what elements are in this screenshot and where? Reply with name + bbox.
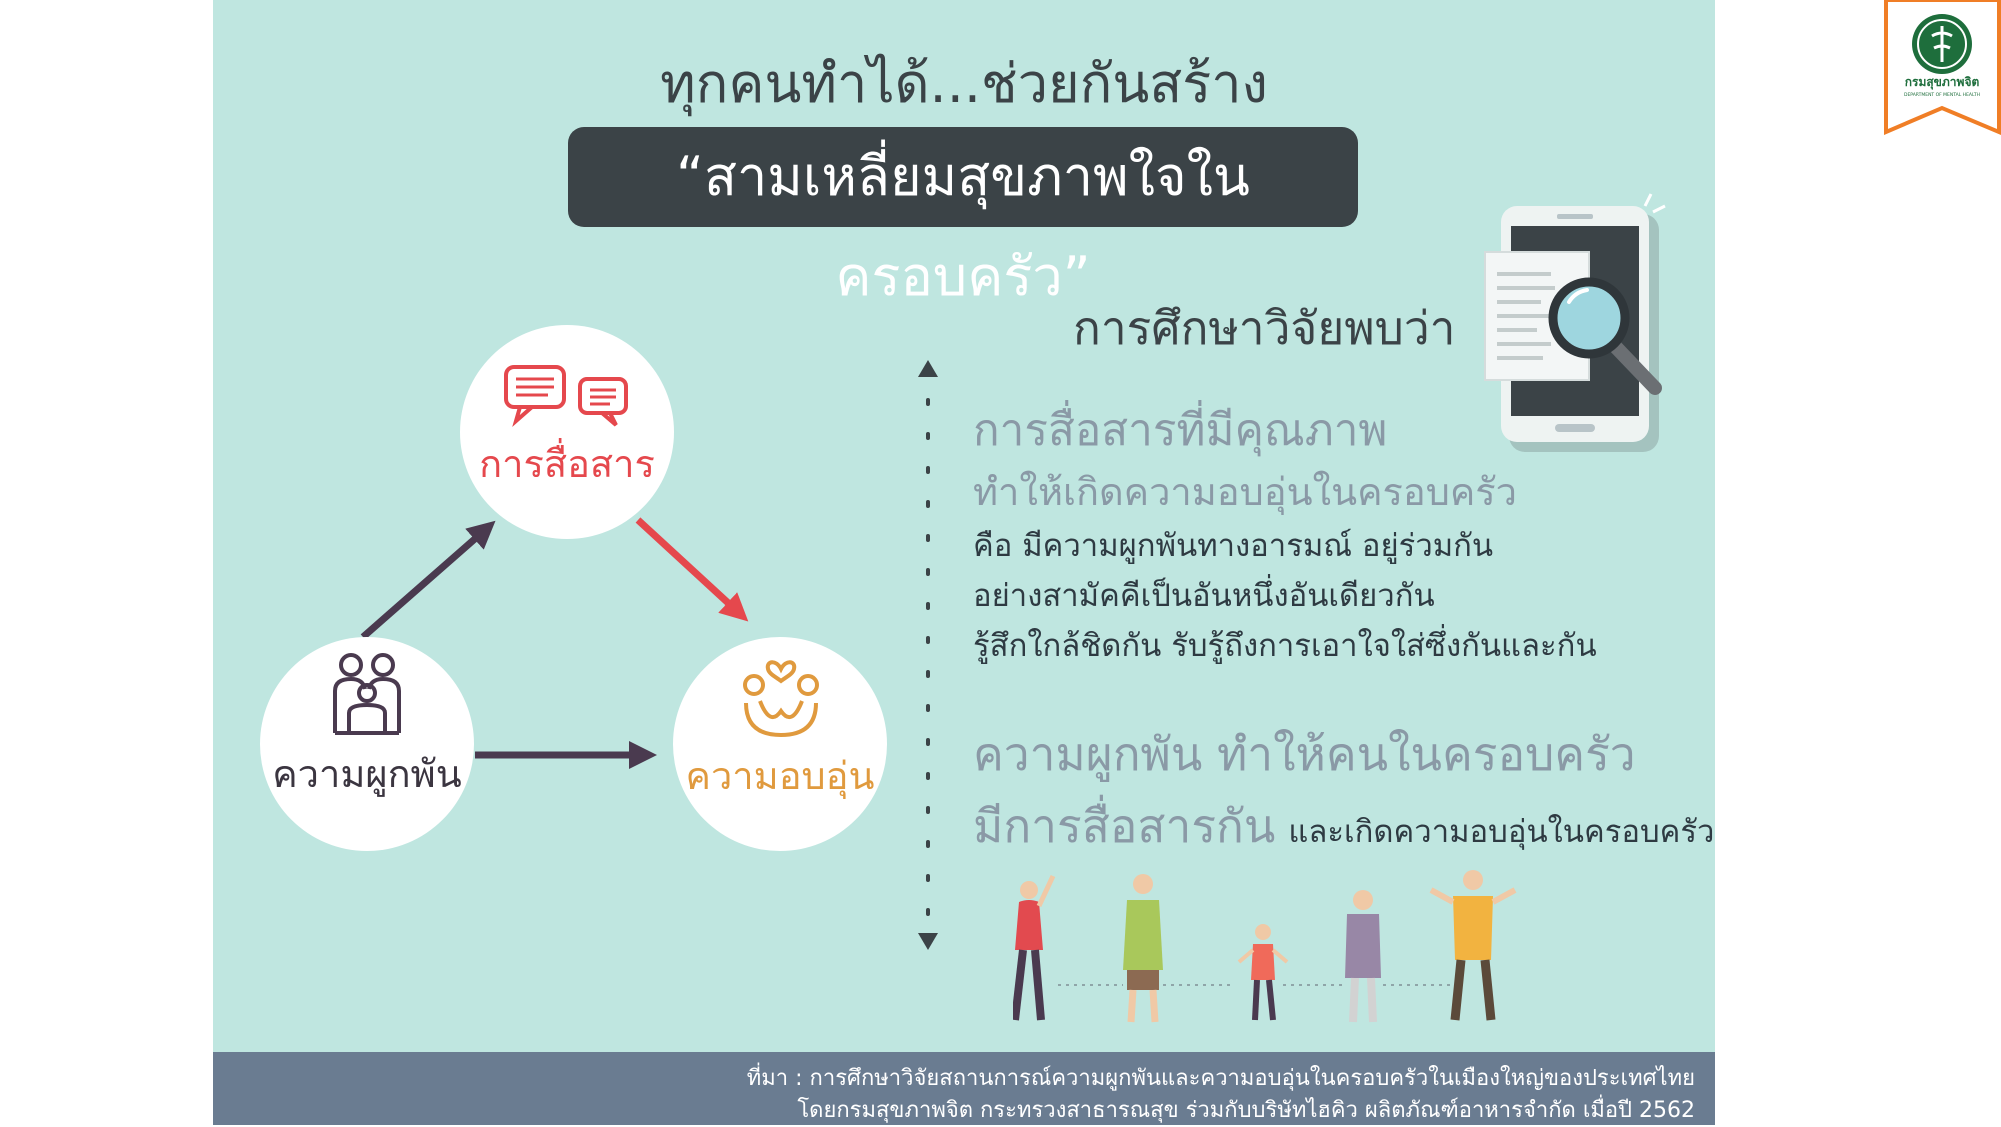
finding2-line1: ความผูกพัน ทำให้คนในครอบครัว [973,727,1636,781]
communication-circle: การสื่อสาร [460,325,674,539]
department-seal-icon: กรมสุขภาพจิต DEPARTMENT OF MENTAL HEALTH [1884,0,2001,136]
logo-subtext: DEPARTMENT OF MENTAL HEALTH [1904,92,1980,98]
communication-label: การสื่อสาร [479,442,655,486]
triangle-arrows [360,517,749,769]
warmth-label: ความอบอุ่น [685,754,875,798]
source-line-2: โดยกรมสุขภาพจิต กระทรวงสาธารณสุข ร่วมกับ… [797,1098,1695,1123]
department-logo: กรมสุขภาพจิต DEPARTMENT OF MENTAL HEALTH [1884,0,2001,136]
phone-magnifier-icon [1484,193,1666,452]
finding1-detail-1: คือ มีความผูกพันทางอารมณ์ อยู่ร่วมกัน [973,528,1494,564]
infographic-panel: ทุกคนทำได้...ช่วยกันสร้าง “สามเหลี่ยมสุข… [213,0,1715,1125]
timeline-up-arrow [918,360,938,377]
family-hug-icon [333,653,401,735]
warmth-circle: ความอบอุ่น [673,637,887,851]
bonding-circle: ความผูกพัน [260,637,474,851]
person-grandma-purple [1345,890,1381,1023]
warm-hug-heart-icon [743,660,819,738]
person-child [1237,924,1289,1021]
person-man-yellow [1429,870,1517,1021]
finding1-detail-3: รู้สึกใกล้ชิดกัน รับรู้ถึงการเอาใจใส่ซึ่… [973,628,1597,664]
arrow-bonding-to-communication [360,520,496,640]
dotted-timeline [918,360,938,950]
finding2-line2-emphasis: มีการสื่อสารกัน [973,799,1276,853]
family-social-distancing-illustration [1013,870,1517,1023]
bonding-label: ความผูกพัน [272,752,462,796]
source-bar: ที่มา : การศึกษาวิจัยสถานการณ์ความผูกพัน… [213,1052,1715,1125]
finding2-line2-rest: และเกิดความอบอุ่นในครอบครัว [1288,814,1715,850]
finding1-subtitle: ทำให้เกิดความอบอุ่นในครอบครัว [973,470,1518,514]
chat-bubbles-icon [504,365,628,427]
title-line-1: ทุกคนทำได้...ช่วยกันสร้าง [660,52,1268,115]
finding2-line2: มีการสื่อสารกัน และเกิดความอบอุ่นในครอบค… [973,790,1714,863]
finding1-title: การสื่อสารที่มีคุณภาพ [973,405,1388,456]
source-line-1: ที่มา : การศึกษาวิจัยสถานการณ์ความผูกพัน… [746,1066,1695,1091]
person-woman-red [1013,874,1056,1021]
research-heading: การศึกษาวิจัยพบว่า [1073,301,1456,355]
logo-text: กรมสุขภาพจิต [1905,75,1980,90]
person-grandpa-green [1123,874,1163,1023]
arrow-communication-to-warmth [635,517,749,622]
finding1-detail-2: อย่างสามัคคีเป็นอันหนึ่งอันเดียวกัน [973,578,1435,614]
timeline-down-arrow [918,933,938,950]
title-banner: “สามเหลี่ยมสุขภาพใจในครอบครัว” [568,127,1358,308]
